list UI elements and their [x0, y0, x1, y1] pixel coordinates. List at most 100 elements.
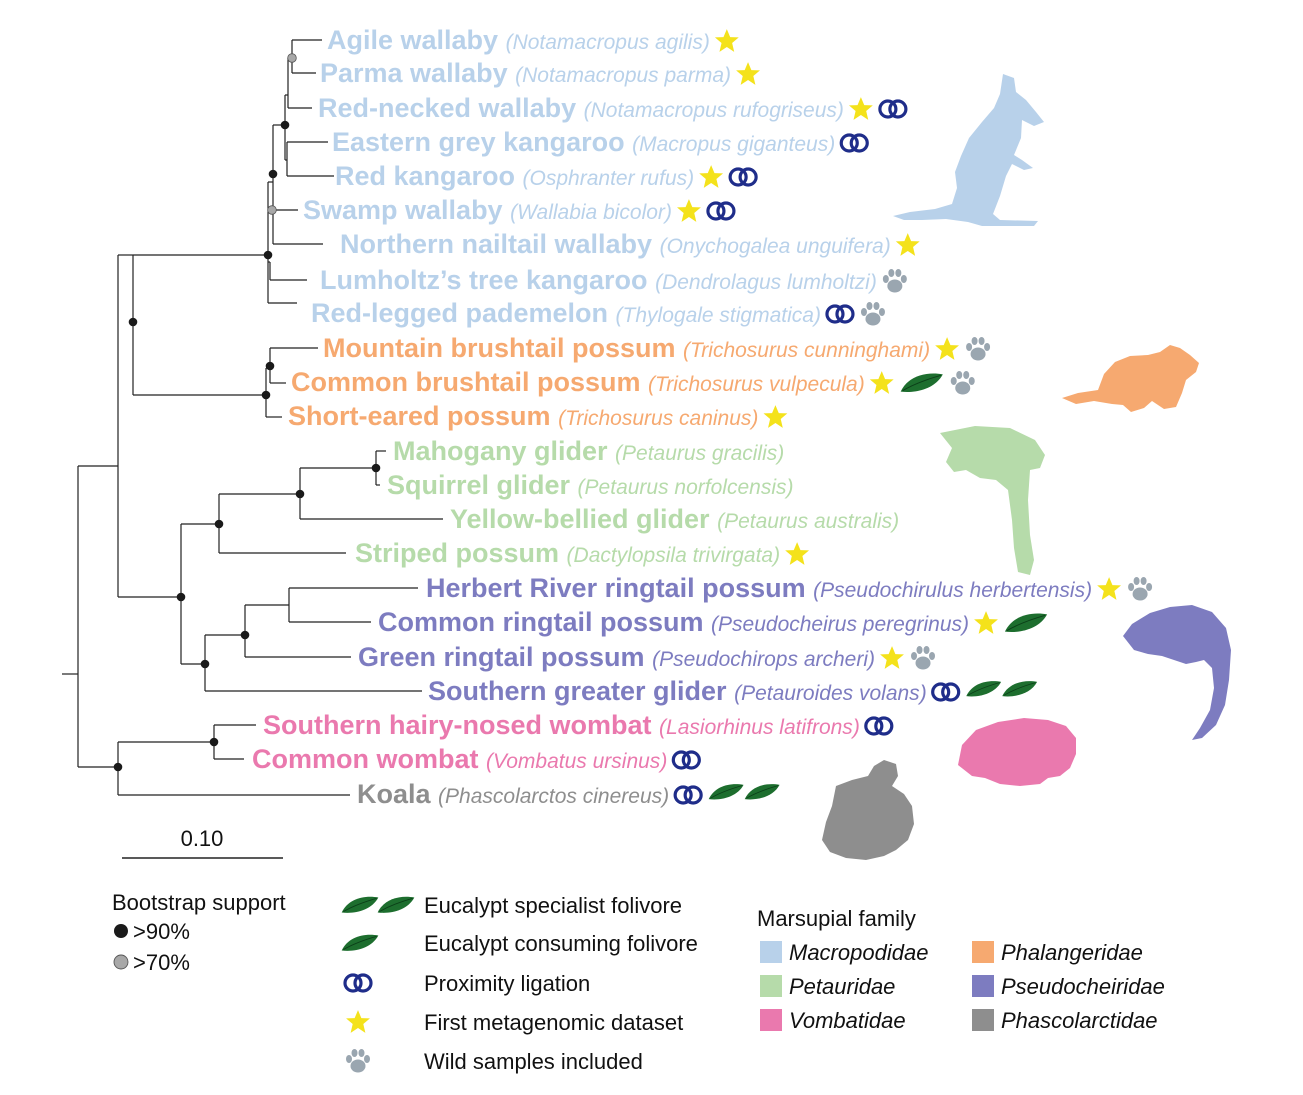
scientific-close-paren: ): [700, 31, 710, 54]
taxon-swamp-wallaby: Swamp wallaby (Wallabia bicolor): [303, 195, 736, 225]
taxon-label: Agile wallaby (Notamacropus agilis): [327, 25, 710, 55]
symbol-legend-item: Eucalypt consuming folivore: [341, 931, 698, 956]
node-strong: [176, 592, 186, 602]
scientific-open-paren: (: [659, 716, 668, 739]
star-icon: [714, 29, 739, 52]
scientific-open-paren: (: [660, 235, 669, 258]
symbol-legend-label: Proximity ligation: [424, 971, 590, 996]
taxon-striped-possum: Striped possum (Dactylopsila trivirgata): [355, 538, 810, 568]
paw-icon: [346, 1049, 370, 1073]
leaf-icon: [965, 680, 1002, 697]
taxon-southern-greater-glider: Southern greater glider (Petauroides vol…: [428, 676, 1038, 706]
scientific-open-paren: (: [813, 579, 822, 602]
taxon-parma-wallaby: Parma wallaby (Notamacropus parma): [320, 58, 760, 88]
scientific-name: Osphranter rufus: [530, 167, 688, 190]
star-icon: [935, 337, 959, 360]
common-name: Common wombat: [252, 744, 486, 774]
scientific-close-paren: ): [662, 201, 672, 224]
family-legend-item-petauridae: Petauridae: [760, 974, 895, 999]
rings-icon: [673, 785, 703, 805]
scientific-name: Trichosurus vulpecula: [655, 373, 858, 396]
scientific-name: Petaurus australis: [724, 510, 893, 533]
star-icon: [699, 165, 724, 188]
family-name: Petauridae: [789, 974, 895, 999]
taxon-label: Green ringtail possum (Pseudochirops arc…: [358, 642, 875, 672]
common-name: Mahogany glider: [393, 436, 615, 466]
node-strong: [113, 762, 123, 772]
scientific-close-paren: ): [657, 750, 667, 773]
star-icon: [677, 199, 701, 222]
family-legend-item-phascolarctidae: Phascolarctidae: [972, 1008, 1158, 1033]
possum-silhouette: [1062, 345, 1199, 412]
rings-icon: [728, 167, 758, 187]
common-name: Green ringtail possum: [358, 642, 652, 672]
taxon-label: Southern greater glider (Petauroides vol…: [428, 676, 927, 706]
scientific-open-paren: (: [578, 476, 587, 499]
bootstrap-legend-moderate: >70%: [133, 950, 190, 975]
scientific-name: Phascolarctos cinereus: [445, 785, 663, 808]
leaf-icon: [900, 373, 944, 393]
taxon-red-necked-wallaby: Red-necked wallaby (Notamacropus rufogri…: [318, 93, 908, 123]
scientific-name: Thylogale stigmatica: [623, 304, 814, 327]
star-icon: [785, 542, 810, 565]
scientific-close-paren: ): [959, 613, 969, 636]
common-name: Mountain brushtail possum: [323, 333, 683, 363]
scientific-close-paren: ): [774, 442, 784, 465]
scientific-name: Petaurus norfolcensis: [585, 476, 787, 499]
taxon-label: Common brushtail possum (Trichosurus vul…: [291, 367, 865, 397]
glider-silhouette: [940, 426, 1045, 575]
taxon-label: Lumholtz’s tree kangaroo (Dendrolagus lu…: [320, 265, 877, 295]
scientific-open-paren: (: [632, 133, 641, 156]
star-icon: [736, 62, 760, 85]
taxon-squirrel-glider: Squirrel glider (Petaurus norfolcensis): [387, 470, 794, 500]
scientific-close-paren: ): [920, 339, 930, 362]
taxon-mountain-brushtail-possum: Mountain brushtail possum (Trichosurus c…: [323, 333, 991, 363]
taxon-label: Red-legged pademelon (Thylogale stigmati…: [311, 298, 821, 328]
taxon-label: Yellow-bellied glider (Petaurus australi…: [450, 504, 899, 534]
node-strong: [371, 463, 381, 473]
node-strong: [261, 390, 271, 400]
star-icon: [895, 233, 920, 256]
common-name: Southern hairy-nosed wombat: [263, 710, 659, 740]
node-strong: [263, 250, 273, 260]
node-moderate: [287, 53, 297, 63]
family-name: Vombatidae: [789, 1008, 906, 1033]
scientific-name: Dactylopsila trivirgata: [574, 544, 774, 567]
common-name: Common ringtail possum: [378, 607, 711, 637]
leaf-icon: [1001, 680, 1038, 697]
common-name: Red-necked wallaby: [318, 93, 584, 123]
rings-icon: [825, 304, 855, 324]
koala-silhouette: [822, 760, 914, 860]
scientific-close-paren: ): [1082, 579, 1092, 602]
symbol-legend-item: Eucalypt specialist folivore: [341, 893, 682, 918]
paw-icon: [1128, 577, 1153, 601]
taxon-label: Red kangaroo (Osphranter rufus): [335, 161, 694, 191]
scientific-close-paren: ): [834, 99, 844, 122]
paw-icon: [966, 337, 991, 361]
common-name: Northern nailtail wallaby: [340, 229, 660, 259]
family-swatch: [760, 1009, 782, 1031]
rings-icon: [878, 99, 908, 119]
scale-bar: 0.10: [122, 826, 283, 859]
taxon-label: Squirrel glider (Petaurus norfolcensis): [387, 470, 794, 500]
paw-icon: [950, 371, 975, 395]
family-legend-item-pseudocheiridae: Pseudocheiridae: [972, 974, 1165, 999]
symbol-legend-item: Proximity ligation: [343, 971, 590, 996]
scientific-open-paren: (: [717, 510, 726, 533]
paw-icon: [860, 302, 885, 326]
scientific-open-paren: (: [506, 31, 515, 54]
family-name: Phalangeridae: [1001, 940, 1143, 965]
rings-icon: [671, 750, 701, 770]
common-name: Common brushtail possum: [291, 367, 648, 397]
scientific-close-paren: ): [917, 682, 927, 705]
scientific-close-paren: ): [784, 476, 794, 499]
family-legend-item-macropodidae: Macropodidae: [760, 940, 928, 965]
scientific-open-paren: (: [515, 64, 524, 87]
scientific-open-paren: (: [711, 613, 720, 636]
rings-icon: [864, 716, 894, 736]
taxon-eastern-grey-kangaroo: Eastern grey kangaroo (Macropus giganteu…: [332, 127, 869, 157]
common-name: Parma wallaby: [320, 58, 515, 88]
